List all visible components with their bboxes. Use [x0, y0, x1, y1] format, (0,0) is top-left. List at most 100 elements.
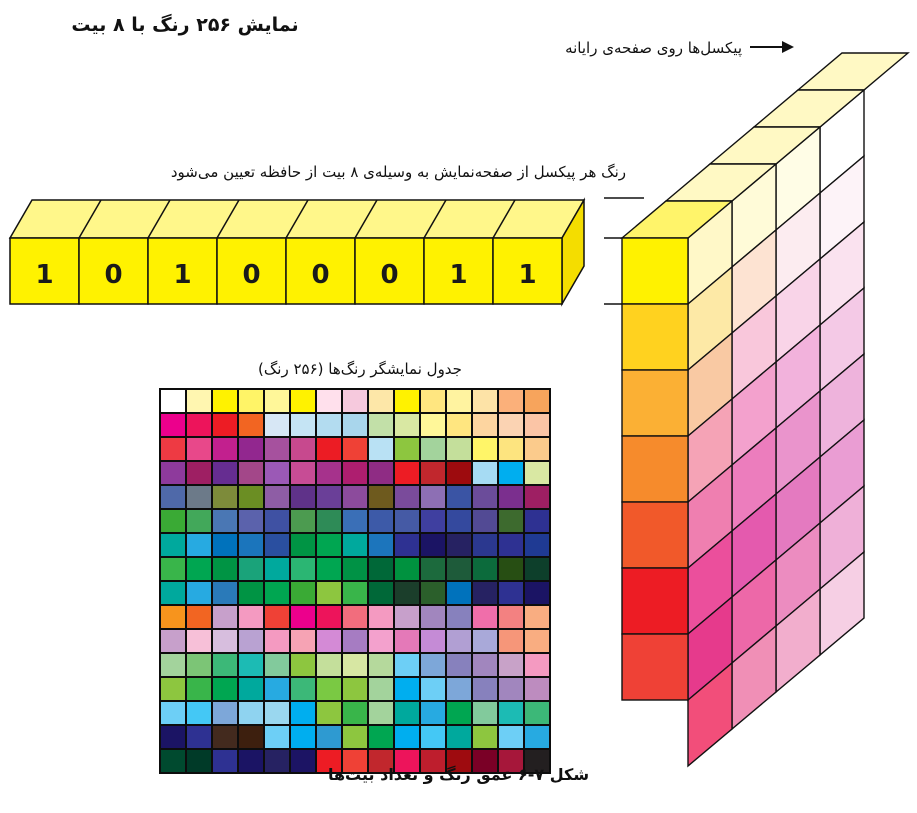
screen-pixel-top	[798, 53, 908, 90]
palette-swatch	[160, 413, 186, 437]
palette-swatch	[290, 653, 316, 677]
palette-swatch	[368, 533, 394, 557]
palette-swatch	[290, 605, 316, 629]
palette-swatch	[524, 437, 550, 461]
palette-swatch	[264, 605, 290, 629]
palette-swatch	[264, 509, 290, 533]
palette-swatch	[238, 581, 264, 605]
palette-swatch	[212, 581, 238, 605]
palette-swatch	[394, 605, 420, 629]
palette-swatch	[472, 629, 498, 653]
palette-swatch	[368, 725, 394, 749]
palette-swatch	[342, 509, 368, 533]
palette-swatch	[264, 485, 290, 509]
screen-pixel	[622, 436, 688, 502]
bit-value: 1	[35, 260, 53, 290]
screen-pixel	[622, 568, 688, 634]
palette-swatch	[316, 629, 342, 653]
screen-pixel	[622, 370, 688, 436]
palette-swatch	[264, 461, 290, 485]
palette-swatch	[368, 581, 394, 605]
palette-swatch	[342, 581, 368, 605]
palette-swatch	[290, 509, 316, 533]
palette-swatch	[264, 413, 290, 437]
palette-swatch	[420, 701, 446, 725]
palette-swatch	[160, 533, 186, 557]
palette-swatch	[368, 413, 394, 437]
palette-swatch	[498, 629, 524, 653]
palette-swatch	[524, 389, 550, 413]
palette-swatch	[238, 461, 264, 485]
palette-swatch	[498, 437, 524, 461]
palette-swatch	[160, 557, 186, 581]
palette-swatch	[186, 581, 212, 605]
palette-swatch	[394, 485, 420, 509]
palette-swatch	[420, 437, 446, 461]
palette-swatch	[316, 653, 342, 677]
palette-swatch	[160, 653, 186, 677]
palette-swatch	[446, 605, 472, 629]
palette-swatch	[472, 509, 498, 533]
palette-swatch	[394, 653, 420, 677]
palette-swatch	[524, 677, 550, 701]
palette-swatch	[524, 653, 550, 677]
palette-swatch	[394, 557, 420, 581]
screen-pixel	[622, 502, 688, 568]
palette-swatch	[212, 557, 238, 581]
palette-swatch	[342, 389, 368, 413]
palette-swatch	[212, 629, 238, 653]
palette-swatch	[368, 677, 394, 701]
palette-swatch	[342, 677, 368, 701]
palette-swatch	[524, 725, 550, 749]
palette-swatch	[160, 437, 186, 461]
palette-swatch	[238, 629, 264, 653]
palette-swatch	[472, 725, 498, 749]
palette-swatch	[498, 533, 524, 557]
palette-swatch	[316, 581, 342, 605]
palette-swatch	[316, 605, 342, 629]
palette-swatch	[446, 533, 472, 557]
palette-swatch	[186, 701, 212, 725]
palette-swatch	[290, 461, 316, 485]
palette-swatch	[290, 677, 316, 701]
palette-swatch	[394, 725, 420, 749]
palette-swatch	[160, 581, 186, 605]
palette-swatch	[264, 437, 290, 461]
palette-swatch	[186, 461, 212, 485]
palette-swatch	[186, 485, 212, 509]
palette-swatch	[316, 533, 342, 557]
palette-swatch	[472, 605, 498, 629]
palette-swatch	[342, 485, 368, 509]
palette-swatch	[498, 389, 524, 413]
palette-swatch	[446, 509, 472, 533]
palette-swatch	[498, 653, 524, 677]
palette-swatch	[316, 725, 342, 749]
palette-swatch	[186, 557, 212, 581]
palette-swatch	[238, 605, 264, 629]
palette-swatch	[290, 389, 316, 413]
palette-swatch	[342, 605, 368, 629]
palette-swatch	[524, 701, 550, 725]
palette-swatch	[186, 509, 212, 533]
palette-swatch	[290, 725, 316, 749]
palette-swatch	[394, 677, 420, 701]
palette-swatch	[160, 701, 186, 725]
palette-swatch	[472, 701, 498, 725]
bit-value: 0	[380, 260, 398, 290]
palette-swatch	[498, 701, 524, 725]
palette-swatch	[238, 677, 264, 701]
screen-pixel	[622, 304, 688, 370]
palette-swatch	[316, 701, 342, 725]
palette-swatch	[316, 413, 342, 437]
palette-swatch	[160, 509, 186, 533]
palette-swatch	[394, 413, 420, 437]
palette-swatch	[524, 485, 550, 509]
palette-swatch	[498, 485, 524, 509]
palette-swatch	[264, 677, 290, 701]
palette-swatch	[368, 701, 394, 725]
palette-swatch	[394, 533, 420, 557]
palette-swatch	[212, 677, 238, 701]
palette-swatch	[420, 485, 446, 509]
